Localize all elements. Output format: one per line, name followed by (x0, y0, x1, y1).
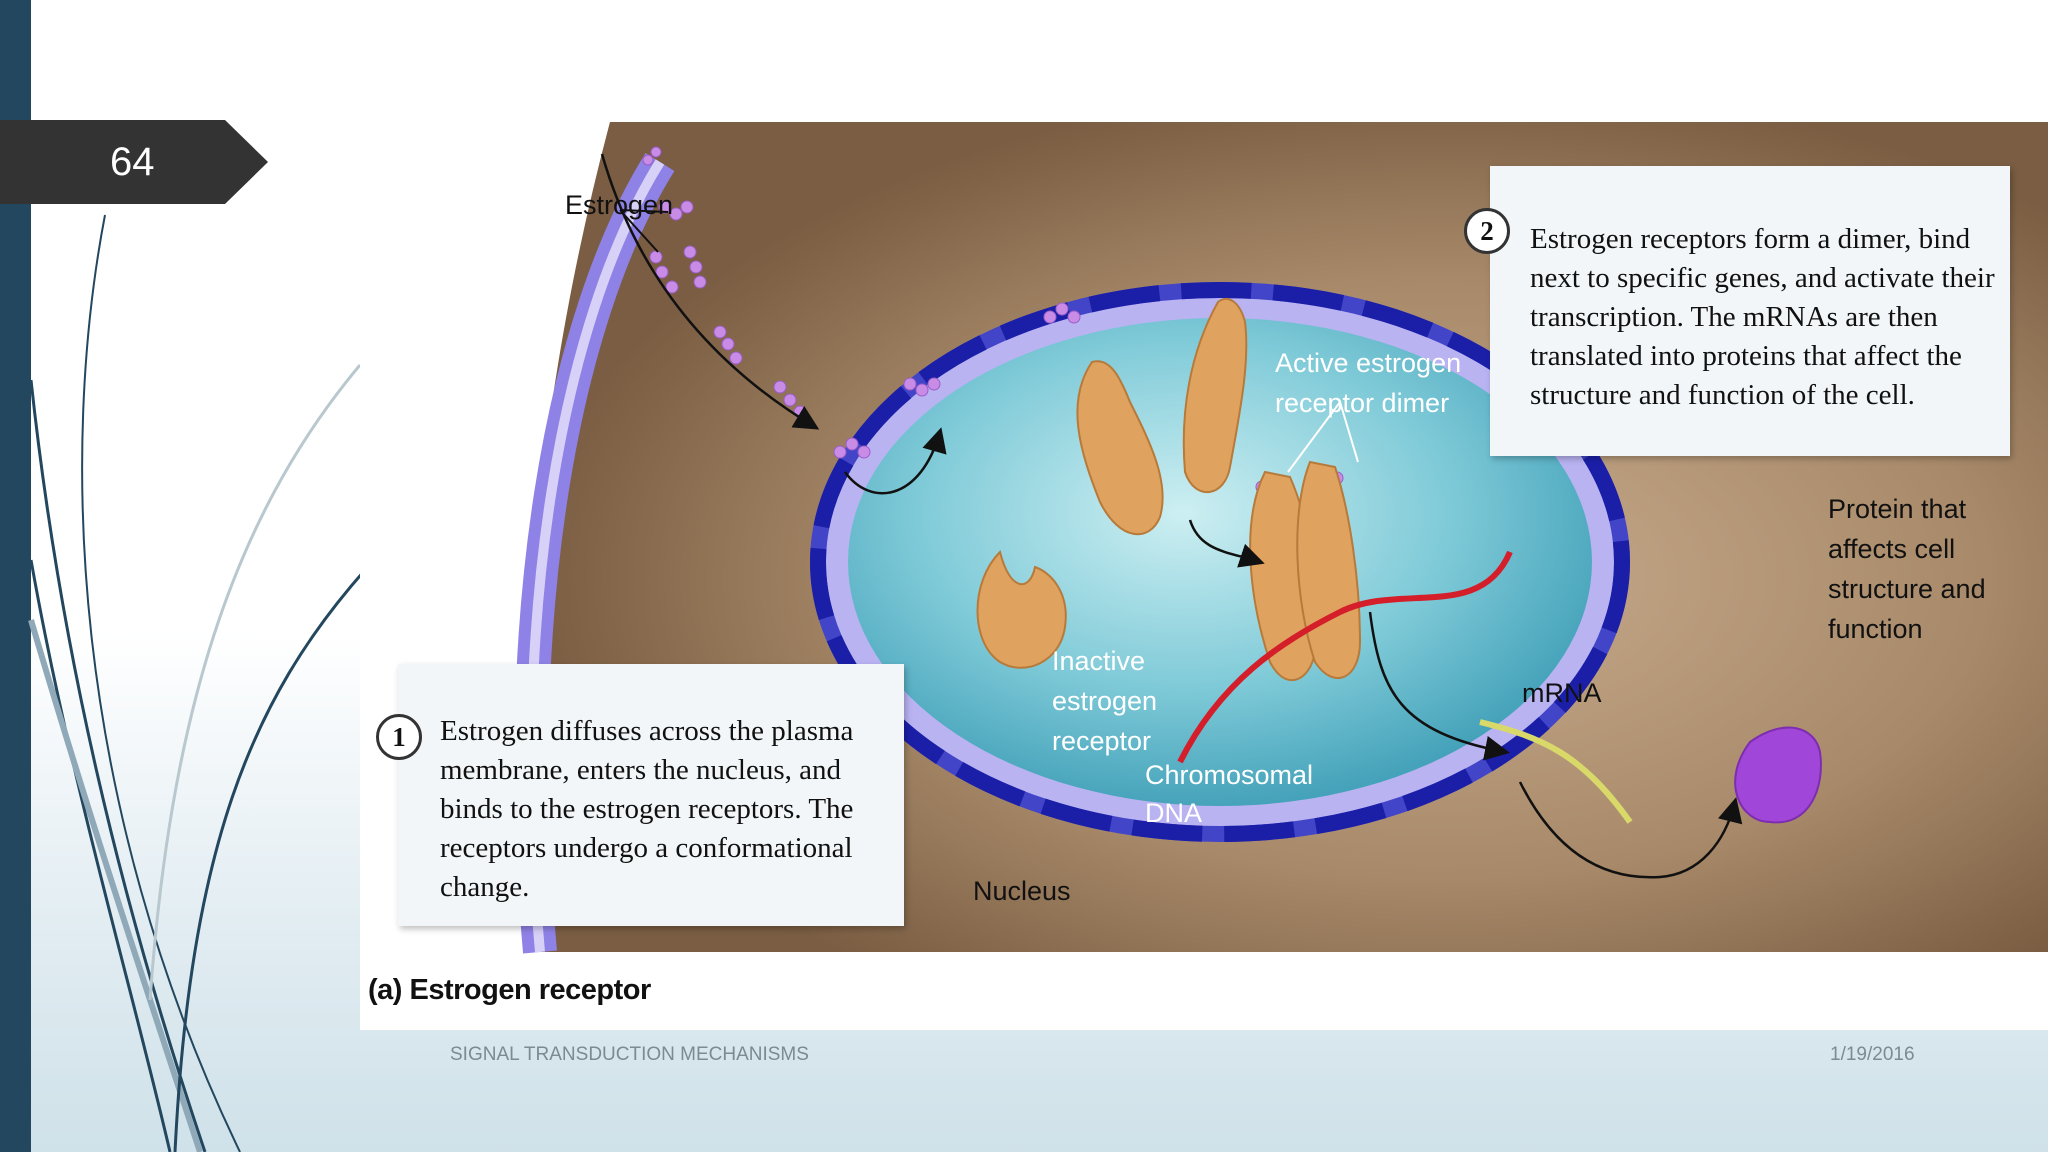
step-1-badge: 1 (376, 714, 422, 760)
decorative-swoosh-lines (28, 214, 367, 1152)
receptor-conformation-2 (1182, 297, 1248, 493)
nucleoplasm (848, 318, 1592, 806)
figure-caption: (a) Estrogen receptor (368, 974, 651, 1006)
slide-number-tag (0, 120, 268, 204)
label-inactive-1: Inactive (1052, 646, 1145, 676)
label-inactive-3: receptor (1052, 726, 1151, 756)
label-mrna: mRNA (1522, 678, 1602, 708)
estrogen-receptors (976, 297, 1362, 682)
footer-title: SIGNAL TRANSDUCTION MECHANISMS (450, 1044, 809, 1065)
chromosomal-dna-strand (1177, 550, 1513, 764)
label-nucleus: Nucleus (973, 876, 1071, 906)
receptor-conformation-1 (1076, 360, 1164, 536)
label-protein-1: Protein that (1828, 494, 1967, 524)
pathway-arrows (600, 153, 1743, 879)
step-2-box: 2 Estrogen receptors form a dimer, bind … (1464, 166, 2010, 456)
nuclear-pores (810, 282, 1630, 842)
step-2-badge: 2 (1464, 208, 1510, 254)
label-chromosomal-2: DNA (1145, 798, 1202, 828)
inactive-receptor (976, 550, 1067, 669)
label-protein-2: affects cell (1828, 534, 1955, 564)
label-inactive-2: estrogen (1052, 686, 1157, 716)
protein-molecule (1734, 726, 1822, 824)
estrogen-molecules (642, 146, 1344, 504)
label-active-dimer-2: receptor dimer (1275, 388, 1449, 418)
slide-number: 64 (110, 140, 155, 184)
label-estrogen: Estrogen (565, 190, 673, 220)
footer-date: 1/19/2016 (1830, 1044, 1915, 1065)
mrna-strand (1479, 719, 1633, 824)
label-protein-4: function (1828, 614, 1923, 644)
label-active-dimer-1: Active estrogen (1275, 348, 1461, 378)
step-1-box: 1 Estrogen diffuses across the plasma me… (376, 664, 904, 926)
label-chromosomal-1: Chromosomal (1145, 760, 1313, 790)
step-2-text: Estrogen receptors form a dimer, bind ne… (1530, 223, 1995, 411)
estrogen-receptor-figure: Estrogen Active estrogen receptor dimer … (360, 122, 2048, 1030)
label-protein-3: structure and (1828, 574, 1986, 604)
dimer-pointer-lines (1287, 401, 1359, 473)
step-1-text: Estrogen diffuses across the plasma memb… (440, 715, 854, 903)
estrogen-pointer-lines (619, 209, 669, 253)
cell-illustration: Estrogen Active estrogen receptor dimer … (514, 122, 2048, 954)
